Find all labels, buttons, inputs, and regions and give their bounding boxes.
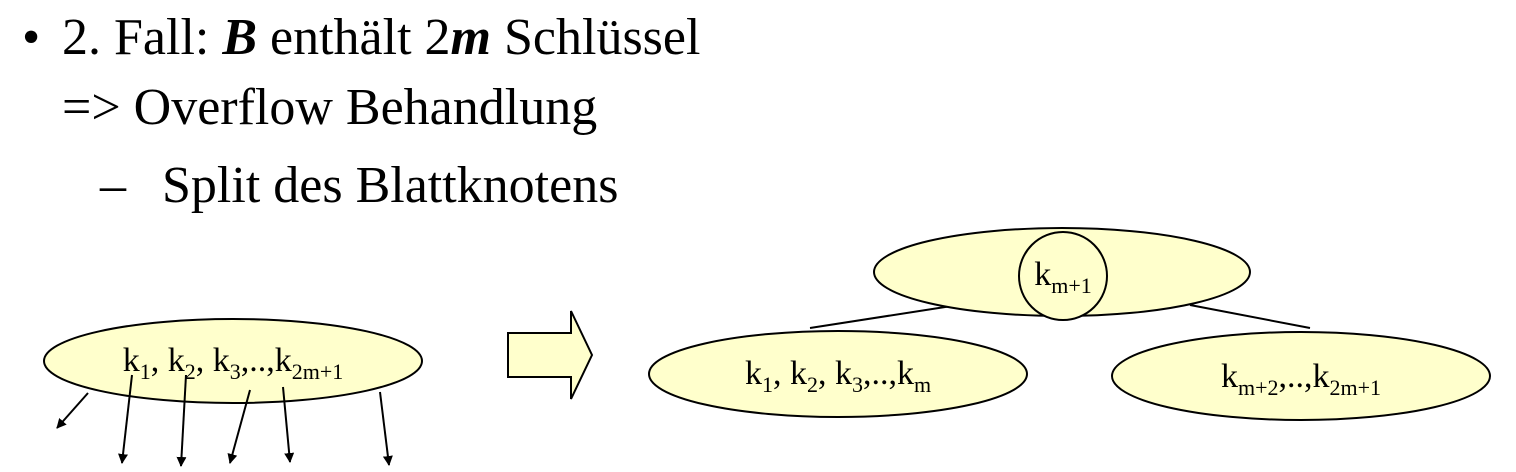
key-text: k (123, 342, 140, 379)
pointer-arrow (227, 389, 251, 464)
key-subscript: m (914, 372, 931, 397)
split-bullet: –Split des Blattknotens (100, 160, 618, 212)
pointer-arrow (176, 374, 187, 467)
leaf-node-before-label: k1​, k2​, k3​,..,k2m+1​ (123, 342, 344, 384)
median-key-circle (1018, 231, 1108, 321)
key-text: , k (818, 355, 852, 392)
contains-text: enthält 2 (257, 9, 451, 66)
pointer-arrow (56, 392, 89, 429)
variable-b: B (222, 9, 258, 66)
key-subscript: 2 (185, 359, 196, 384)
key-text: , k (196, 342, 230, 379)
leaf-node-before (43, 318, 423, 404)
key-subscript: 3 (230, 359, 241, 384)
key-text: ,..,k (863, 355, 914, 392)
case-heading: • 2. Fall: B enthält 2m Schlüssel (22, 12, 700, 64)
key-text: ,..,k (1279, 358, 1330, 395)
parent-node-label: km+1​ (1034, 256, 1092, 298)
variable-m: m (450, 9, 491, 66)
right-child-node (1111, 331, 1491, 421)
key-text: k (745, 355, 762, 392)
split-text: Split des Blattknotens (162, 157, 619, 214)
key-subscript: 3 (852, 372, 863, 397)
key-subscript: m+1 (1051, 273, 1092, 298)
key-text: , k (773, 355, 807, 392)
case-prefix: 2. Fall: (62, 9, 223, 66)
bullet-marker: • (22, 9, 41, 66)
key-subscript: 2m+1 (292, 359, 344, 384)
key-text: ,..,k (241, 342, 292, 379)
left-child-label: k1​, k2​, k3​,..,km​ (745, 355, 931, 397)
keys-text: Schlüssel (491, 9, 701, 66)
right-child-label: km+2​,..,k2m+1​ (1221, 358, 1381, 400)
key-subscript: m+2 (1238, 375, 1279, 400)
pointer-arrow (118, 374, 133, 464)
key-text: k (1221, 358, 1238, 395)
overflow-line: => Overflow Behandlung (62, 79, 598, 136)
key-text: k (1034, 256, 1051, 293)
key-subscript: 2 (807, 372, 818, 397)
key-text: , k (151, 342, 185, 379)
key-subscript: 2m+1 (1330, 375, 1382, 400)
left-child-node (648, 330, 1028, 418)
dash-marker: – (100, 157, 126, 214)
pointer-arrow (282, 386, 295, 463)
key-subscript: 1 (762, 372, 773, 397)
tree-edge-right (1189, 304, 1311, 329)
key-subscript: 1 (140, 359, 151, 384)
tree-edge-left (809, 304, 959, 329)
pointer-arrow (379, 391, 393, 466)
right-block-arrow-icon (507, 310, 594, 400)
